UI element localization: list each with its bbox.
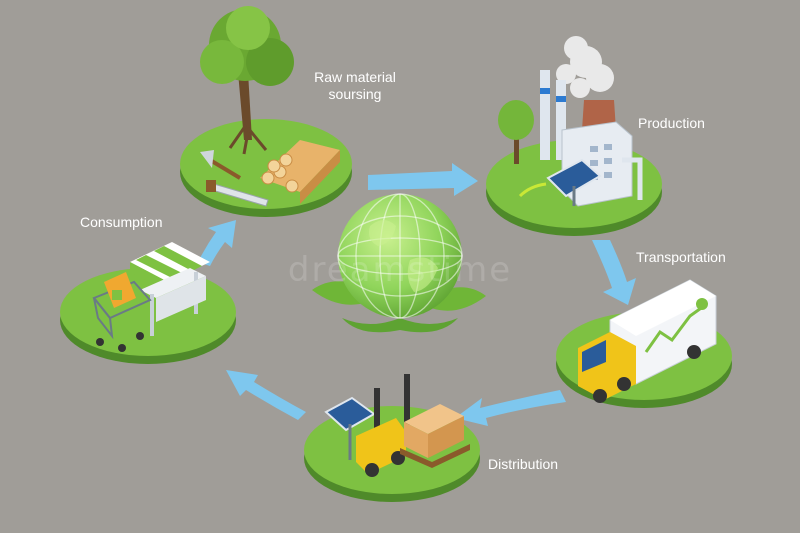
- raw-material-stage: [180, 6, 352, 217]
- distribution-label: Distribution: [488, 456, 559, 472]
- distribution-stage: [304, 374, 480, 502]
- boxes-icon: [400, 404, 470, 468]
- smoke: [556, 36, 614, 98]
- globe-icon: [312, 193, 486, 333]
- raw-material-label-line2: soursing: [328, 86, 382, 102]
- market-stall-icon: [130, 242, 210, 336]
- transportation-label: Transportation: [636, 249, 726, 265]
- flow-arrows: [198, 163, 636, 426]
- axe-icon: [200, 150, 242, 180]
- arrow-distribution-to-consumption: [226, 370, 306, 420]
- tree-icon: [498, 100, 534, 164]
- arrow-production-to-transportation: [592, 240, 636, 305]
- saw-icon: [206, 180, 269, 207]
- solar-panel-icon: [546, 158, 602, 206]
- arrow-consumption-to-raw: [198, 220, 236, 266]
- production-stage: [486, 36, 662, 236]
- raw-material-label-line1: Raw material: [314, 69, 396, 85]
- raw-material-label: Raw material soursing: [300, 69, 410, 103]
- power-plug-icon: [518, 182, 547, 198]
- shopping-cart-icon: [92, 272, 152, 352]
- watermark: dreamstime: [287, 250, 513, 290]
- arrow-raw-to-production: [368, 163, 478, 196]
- tree-icon: [200, 6, 294, 155]
- production-label: Production: [638, 115, 705, 131]
- arrow-transportation-to-distribution: [455, 390, 566, 426]
- lumber-icon: [260, 140, 340, 204]
- transportation-stage: [556, 279, 732, 408]
- consumption-label: Consumption: [80, 214, 163, 230]
- truck-icon: [578, 279, 717, 403]
- consumption-stage: [60, 242, 236, 364]
